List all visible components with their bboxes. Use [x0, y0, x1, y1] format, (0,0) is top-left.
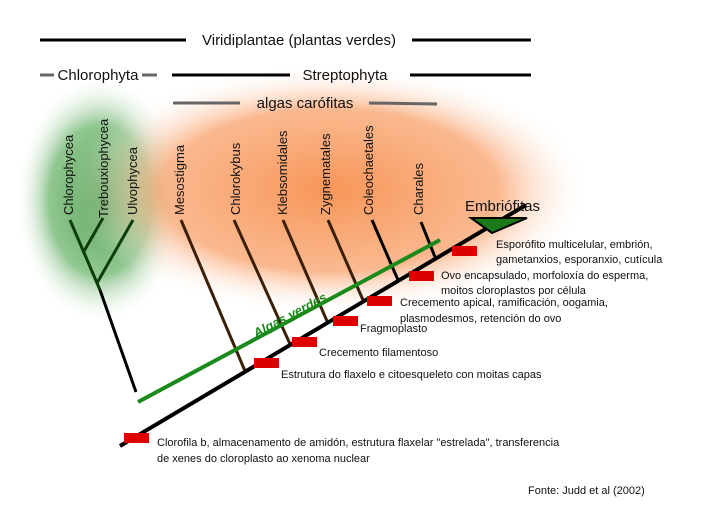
marker-5 [367, 296, 392, 306]
character-3: Crecemento filamentoso [319, 347, 438, 359]
embryophytes-triangle [467, 217, 528, 235]
character-4: Fragmoplasto [360, 323, 427, 335]
character-1-line-1: Clorofila b, almacenamento de amidón, es… [157, 437, 560, 449]
character-markers [124, 246, 477, 443]
main-trunk [118, 203, 528, 448]
character-7-line-2: gametanxios, esporanxio, cutícula [496, 254, 663, 266]
embryophytes-label: Embriófitas [465, 198, 540, 215]
source-citation: Fonte: Judd et al (2002) [528, 485, 645, 497]
marker-7 [452, 246, 477, 256]
marker-2 [254, 358, 279, 368]
character-2: Estrutura do flaxelo e citoesqueleto con… [281, 369, 542, 381]
character-5-line-2: plasmodesmos, retención do ovo [400, 313, 561, 325]
taxon-charales: Charales [411, 162, 426, 215]
viridiplantae-label: Viridiplantae (plantas verdes) [202, 32, 396, 49]
header-chlorophyta: Chlorophyta [40, 67, 157, 84]
green-algae-bar [137, 238, 441, 404]
streptophyta-label: Streptophyta [302, 67, 388, 84]
taxon-ulvophycea: Ulvophycea [125, 146, 140, 215]
character-6-line-1: Ovo encapsulado, morfoloxía do esperma, [441, 270, 648, 282]
marker-1 [124, 433, 149, 443]
taxon-trebouxiophycea: Trebouxiophycea [96, 118, 111, 218]
marker-6 [409, 271, 434, 281]
character-5-line-1: Crecemento apical, ramificación, oogamia… [400, 297, 608, 309]
taxon-chlorophycea: Chlorophycea [61, 134, 76, 215]
taxon-zygnematales: Zygnematales [318, 133, 333, 215]
marker-4 [333, 316, 358, 326]
charophytes-label: algas carófitas [257, 95, 354, 112]
taxon-mesostigma: Mesostigma [172, 144, 187, 215]
chlorophyta-branches [68, 217, 138, 393]
chlorophyta-label: Chlorophyta [58, 67, 140, 84]
header-streptophyta: Streptophyta [172, 67, 531, 84]
taxon-klebsomidales: Klebsomidales [275, 130, 290, 215]
character-1-line-2: de xenes do cloroplasto ao xenoma nuclea… [157, 453, 370, 465]
header-charophytes: algas carófitas [173, 95, 438, 112]
marker-3 [292, 337, 317, 347]
character-7-line-1: Esporófito multicelular, embrión, [496, 239, 653, 251]
taxon-coleochaetales: Coleochaetales [361, 125, 376, 215]
taxon-chlorokybus: Chlorokybus [228, 142, 243, 215]
character-6-line-2: moitos cloroplastos por célula [441, 285, 587, 297]
header-viridiplantae: Viridiplantae (plantas verdes) [40, 32, 531, 49]
